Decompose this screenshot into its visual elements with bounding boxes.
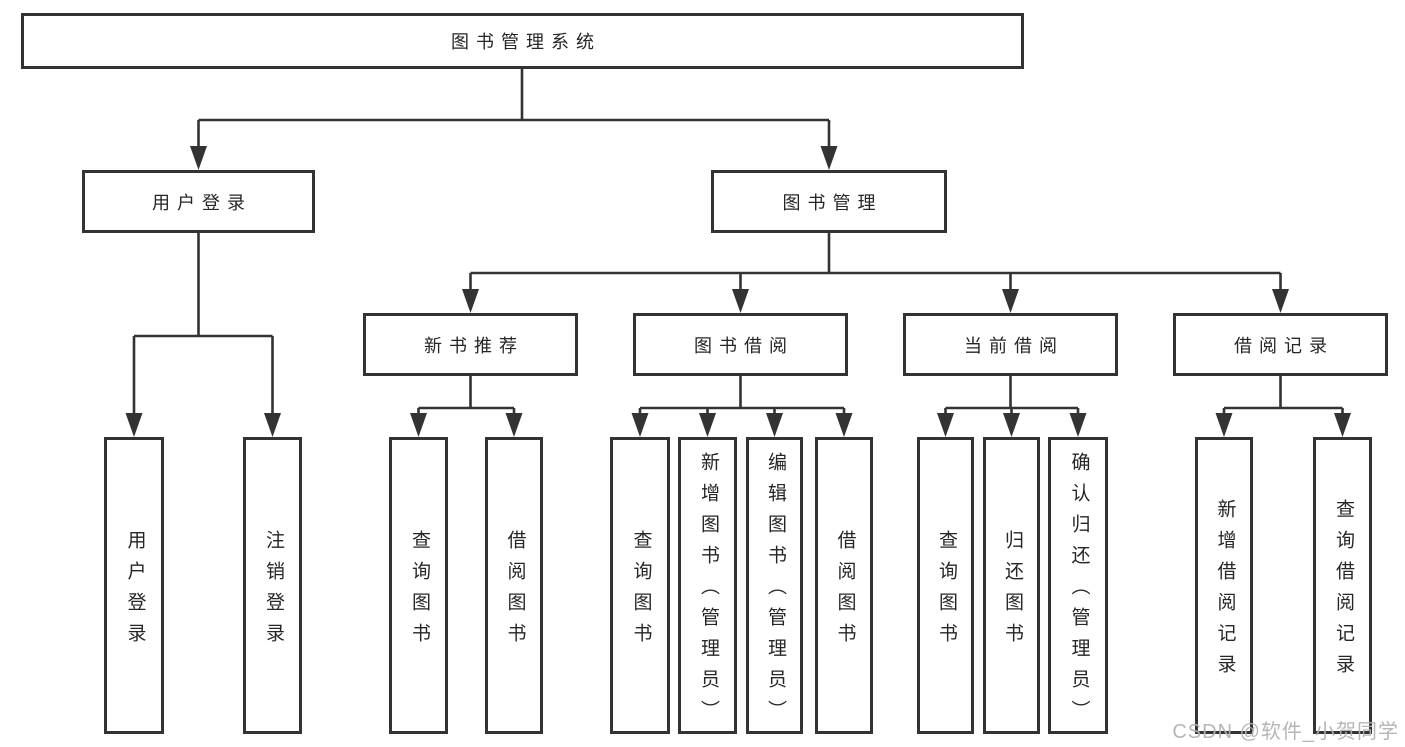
leaf-borrow-books-borrowing: 借阅图书 [815,437,873,734]
node-book-management: 图书管理 [711,170,947,233]
leaf-label: 查询图书 [408,529,430,654]
connector-stems [132,69,1344,415]
node-user-login: 用户登录 [82,170,315,233]
watermark: CSDN @软件_小贺同学 [1172,721,1399,743]
node-label: 图书借阅 [694,335,794,356]
node-current-borrowing: 当前借阅 [903,313,1118,376]
leaf-confirm-return-admin: 确认归还（管理员） [1048,437,1108,734]
node-label: 借阅记录 [1234,335,1334,356]
node-borrowing-records: 借阅记录 [1173,313,1388,376]
node-book-borrowing: 图书借阅 [633,313,848,376]
node-label: 图书管理系统 [451,32,601,52]
leaf-label: 新增借阅记录 [1214,498,1236,685]
leaf-label: 用户登录 [124,529,146,654]
leaf-label: 归还图书 [1001,529,1023,654]
leaf-query-books-recommend: 查询图书 [389,437,448,734]
node-label: 新书推荐 [424,335,524,356]
leaf-return-books: 归还图书 [983,437,1040,734]
leaf-borrow-books-recommend: 借阅图书 [485,437,543,734]
leaf-edit-books-admin: 编辑图书（管理员） [746,437,803,734]
leaf-label: 确认归还（管理员） [1068,452,1090,731]
node-root: 图书管理系统 [21,13,1024,69]
leaf-label: 查询图书 [935,529,957,654]
leaf-query-books-current: 查询图书 [917,437,974,734]
leaf-label: 借阅图书 [834,529,856,654]
leaf-user-login: 用户登录 [104,437,164,734]
leaf-query-borrow-record: 查询借阅记录 [1313,437,1372,734]
leaf-label: 注销登录 [262,529,284,654]
leaf-query-books-borrowing: 查询图书 [610,437,670,734]
leaf-label: 编辑图书（管理员） [764,452,786,731]
leaf-add-borrow-record: 新增借阅记录 [1195,437,1253,734]
arrowheads [125,146,1351,437]
leaf-label: 查询借阅记录 [1332,498,1354,685]
leaf-label: 新增图书（管理员） [697,452,719,731]
node-label: 当前借阅 [964,335,1064,356]
leaf-label: 查询图书 [630,529,652,654]
node-label: 图书管理 [782,192,883,213]
leaf-add-books-admin: 新增图书（管理员） [678,437,737,734]
leaf-logout: 注销登录 [243,437,302,734]
node-label: 用户登录 [152,192,252,213]
node-new-book-recommendation: 新书推荐 [363,313,578,376]
leaf-label: 借阅图书 [504,529,526,654]
